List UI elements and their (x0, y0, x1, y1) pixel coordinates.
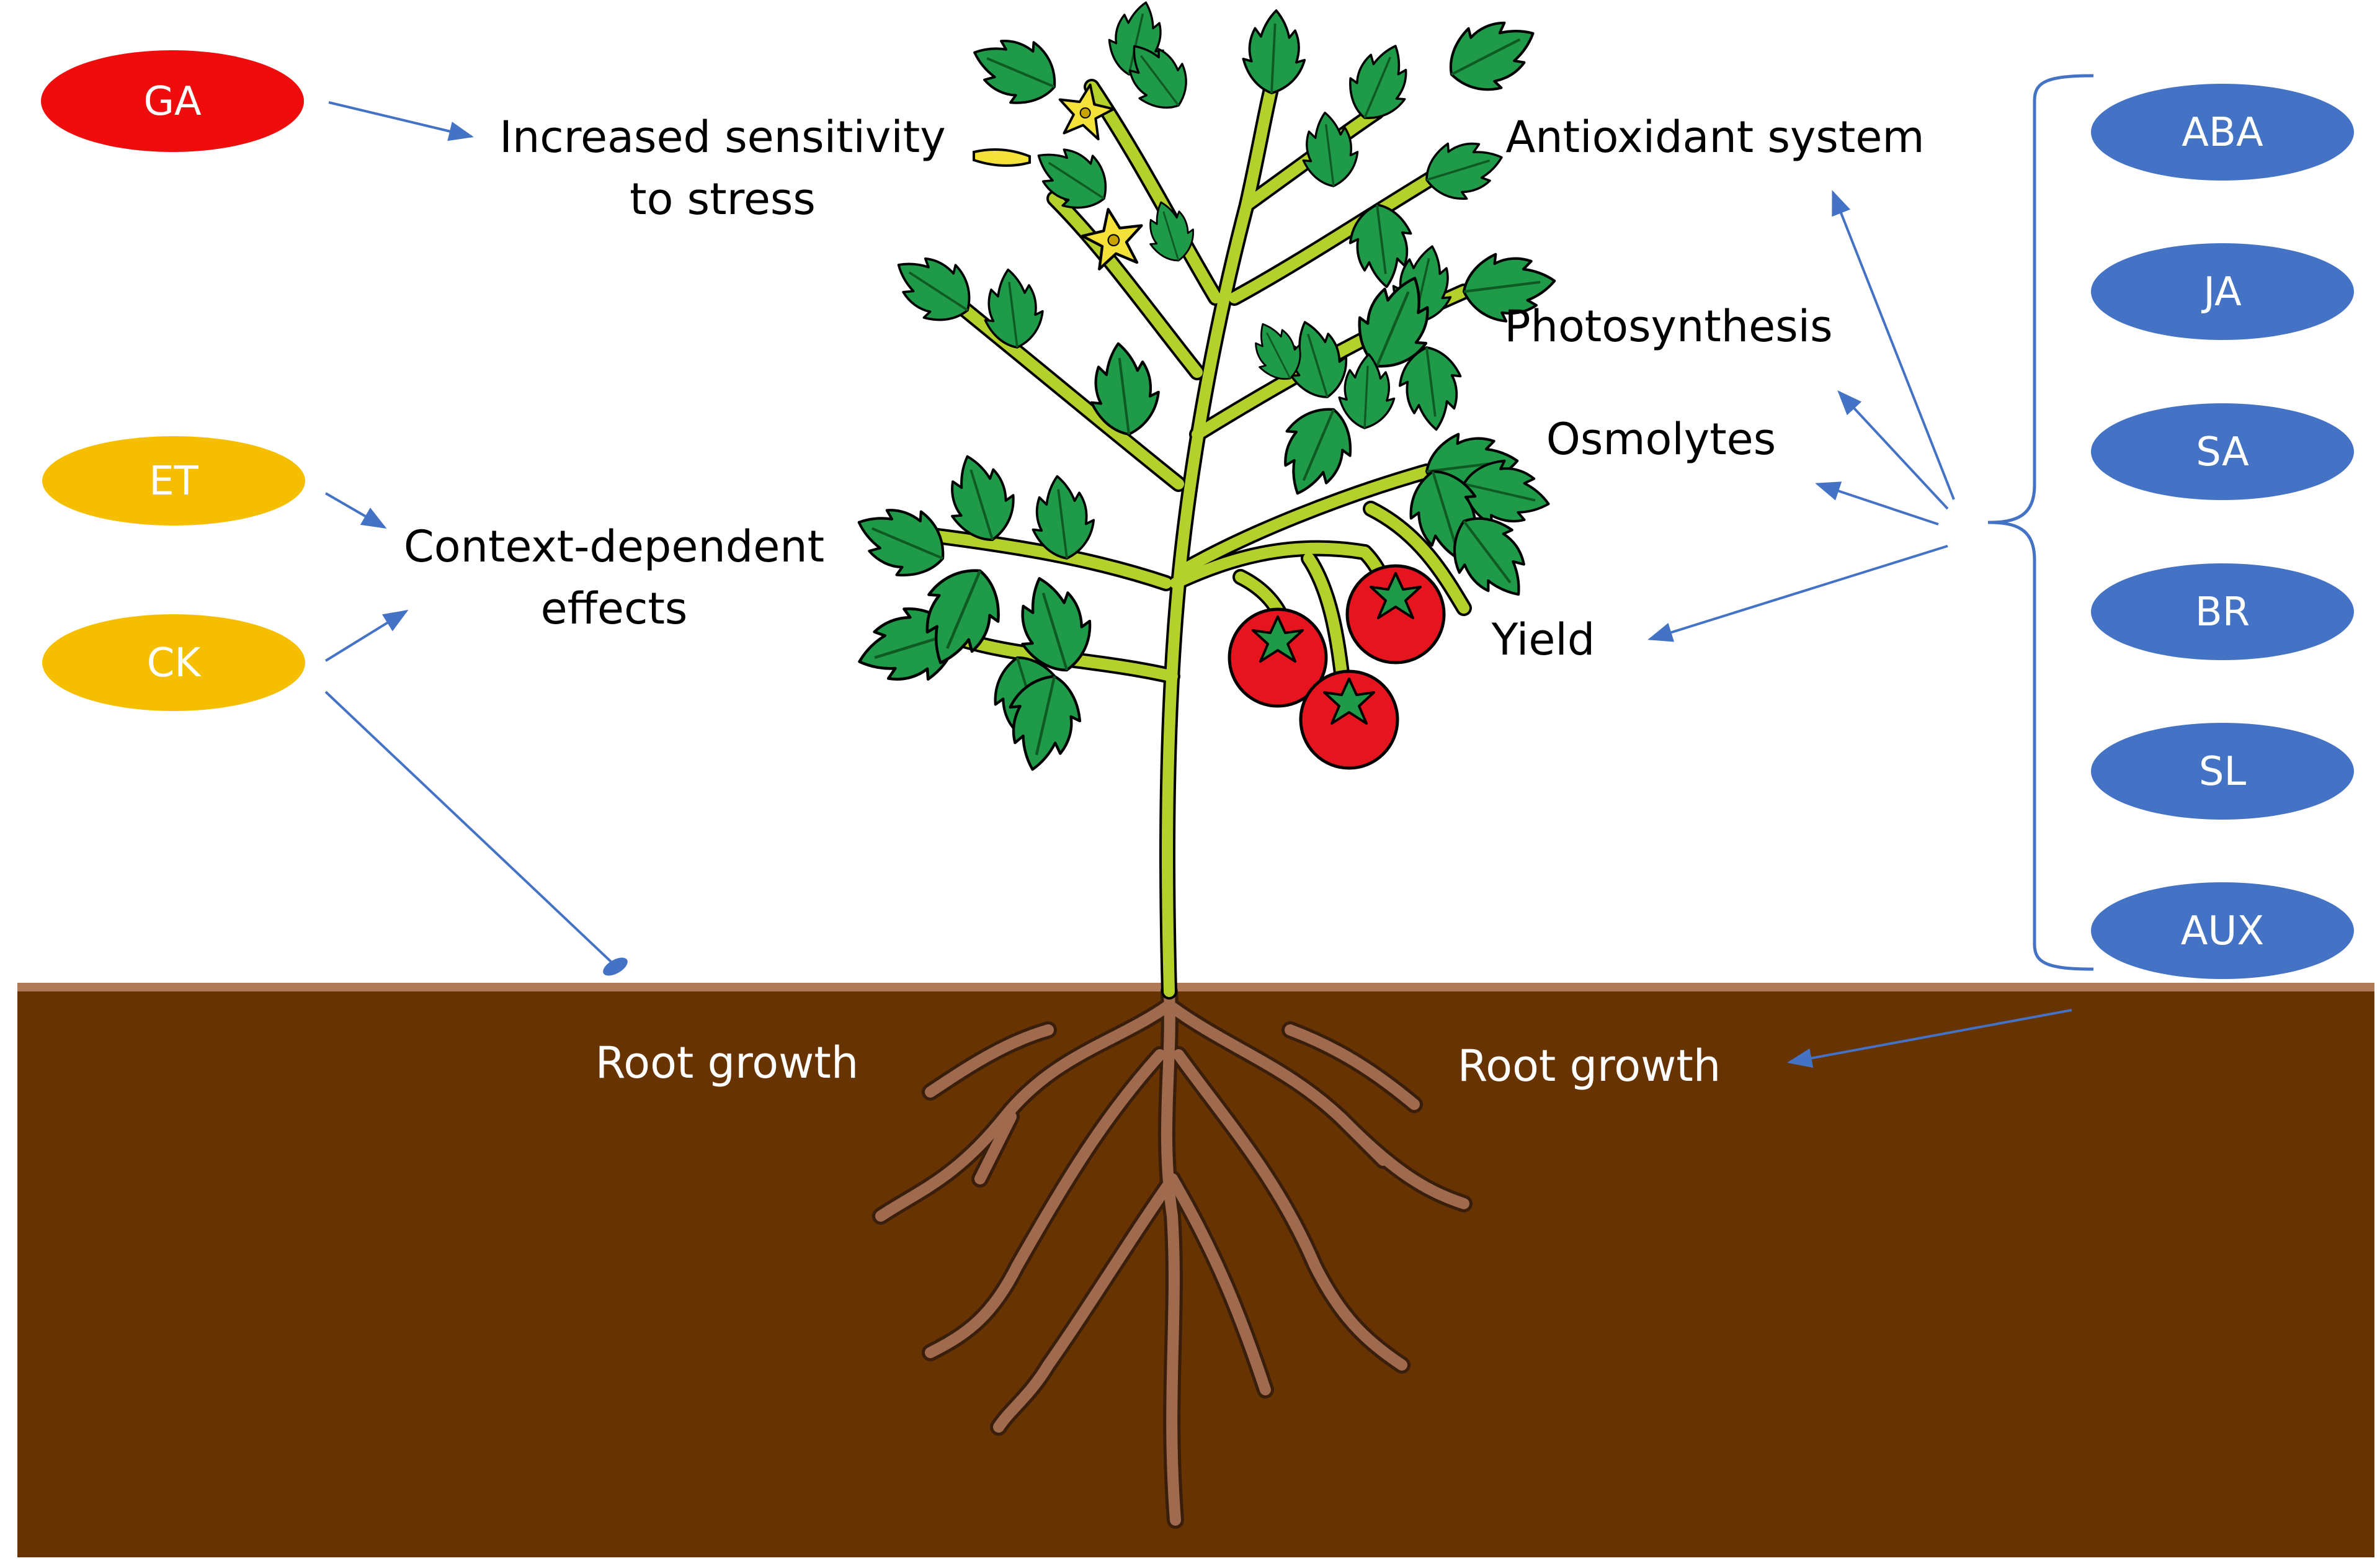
aba-label: ABA (2182, 110, 2263, 156)
ja-label: JA (2201, 269, 2242, 315)
context-label-line2: effects (541, 583, 688, 634)
et-label: ET (149, 459, 198, 504)
flower-icon (973, 79, 1148, 271)
br-label: BR (2195, 589, 2250, 635)
et-ellipse (42, 436, 305, 526)
hormone-ja: JA (2091, 243, 2354, 340)
hormone-ck: CK (42, 614, 305, 711)
stress-label-line2: to stress (630, 174, 816, 225)
ck-label: CK (147, 640, 202, 686)
photosynthesis-label: Photosynthesis (1504, 301, 1832, 352)
arrow-ga-to-stress (328, 101, 474, 141)
ga-ellipse (41, 50, 304, 152)
sa-ellipse (2091, 403, 2354, 500)
aux-label: AUX (2181, 908, 2264, 954)
arrow-group-to-photosynthesis (1837, 390, 1949, 510)
aba-ellipse (2091, 84, 2354, 181)
leaf (976, 264, 1050, 354)
soil-surface-line (17, 983, 2374, 991)
hormone-br: BR (2091, 563, 2354, 660)
leaf (1242, 9, 1306, 94)
stress-label-line1: Increased sensitivity (499, 112, 945, 163)
leaf (1416, 127, 1512, 211)
yield-label: Yield (1491, 614, 1595, 665)
sl-ellipse (2091, 723, 2354, 820)
arrow-group-to-antioxidant (1832, 190, 1955, 500)
arrow-ck-to-context (324, 609, 409, 662)
arrows (324, 101, 2072, 1068)
antioxidant-label: Antioxidant system (1505, 112, 1924, 163)
hormone-aux: AUX (2091, 882, 2354, 979)
leaf (1338, 34, 1422, 130)
arrow-group-to-osmolytes (1815, 481, 1939, 526)
aux-ellipse (2091, 882, 2354, 979)
arrow-group-to-root-growth (1787, 1009, 2072, 1068)
hormone-aba: ABA (2091, 84, 2354, 181)
root-system-icon (872, 983, 1473, 1529)
hormone-et: ET (42, 436, 305, 526)
arrow-ck-to-root (324, 691, 612, 963)
curly-brace-icon (1987, 74, 2094, 971)
ga-label: GA (143, 79, 202, 125)
leaf (1022, 131, 1121, 223)
sl-label: SL (2199, 749, 2247, 795)
hormone-ga: GA (41, 50, 304, 152)
arrow-et-to-context (324, 492, 387, 529)
sa-label: SA (2196, 429, 2249, 475)
flower-bud (973, 148, 1031, 167)
leaf (1436, 2, 1549, 106)
hormone-group: ABA JA SA BR SL AUX (2091, 84, 2354, 979)
leaf (847, 493, 955, 588)
tomato-fruit (1301, 671, 1397, 768)
leaf (961, 23, 1068, 117)
hormone-sa: SA (2091, 403, 2354, 500)
root-growth-label-right: Root growth (1458, 1040, 1721, 1091)
blunt-arrow-end (603, 957, 628, 976)
tomato-plant-icon (847, 0, 1560, 1000)
root-growth-label-left: Root growth (595, 1037, 858, 1088)
ja-ellipse (2091, 243, 2354, 340)
hormone-sl: SL (2091, 723, 2354, 820)
tomato-fruit (1347, 566, 1444, 663)
context-label-line1: Context-dependent (404, 521, 824, 572)
br-ellipse (2091, 563, 2354, 660)
arrow-group-to-yield (1647, 545, 1948, 642)
osmolytes-label: Osmolytes (1546, 414, 1776, 465)
ck-ellipse (42, 614, 305, 711)
